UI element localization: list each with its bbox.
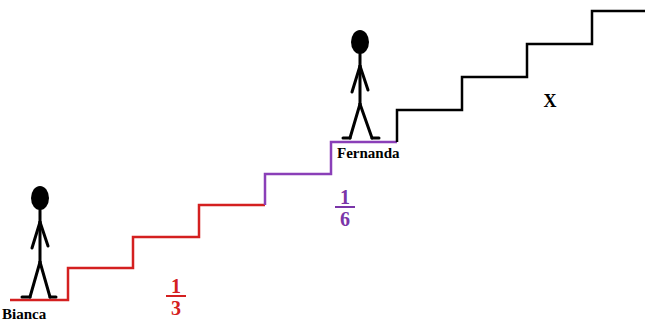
black-stairs: [397, 11, 645, 142]
fraction-denominator: 6: [340, 209, 350, 229]
fraction-numerator: 1: [340, 187, 350, 207]
red-stairs: [10, 205, 265, 300]
fraction-denominator: 3: [171, 298, 181, 318]
person-name: Fernanda: [337, 146, 400, 161]
fernanda-figure: [343, 30, 379, 138]
bianca-figure: [22, 186, 56, 297]
fraction-numerator: 1: [171, 276, 181, 296]
person-name: Bianca: [2, 307, 46, 322]
unknown-label: X: [544, 92, 557, 110]
